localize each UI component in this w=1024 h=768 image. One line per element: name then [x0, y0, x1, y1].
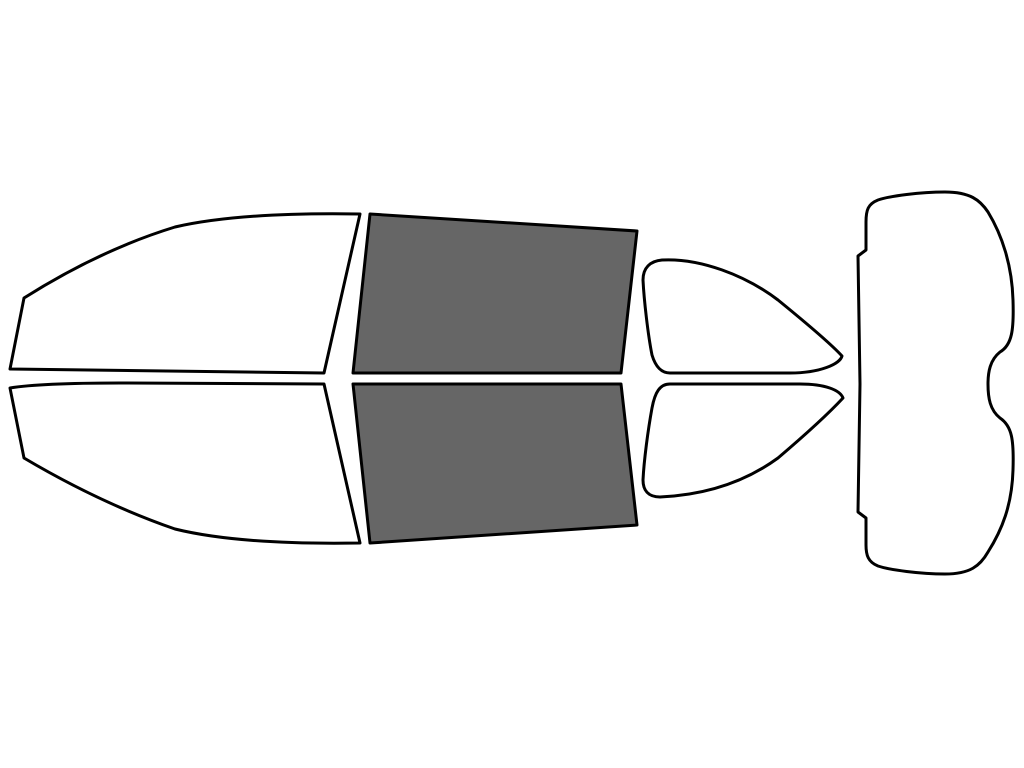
rear-windshield[interactable]: [856, 190, 1015, 576]
rear-door-window-top[interactable]: [351, 212, 639, 375]
front-door-window-top[interactable]: [8, 212, 362, 375]
rear-door-window-bottom[interactable]: [351, 382, 639, 545]
rear-quarter-window-top[interactable]: [641, 258, 844, 375]
rear-quarter-window-bottom[interactable]: [641, 382, 845, 499]
front-door-window-bottom[interactable]: [8, 381, 362, 545]
